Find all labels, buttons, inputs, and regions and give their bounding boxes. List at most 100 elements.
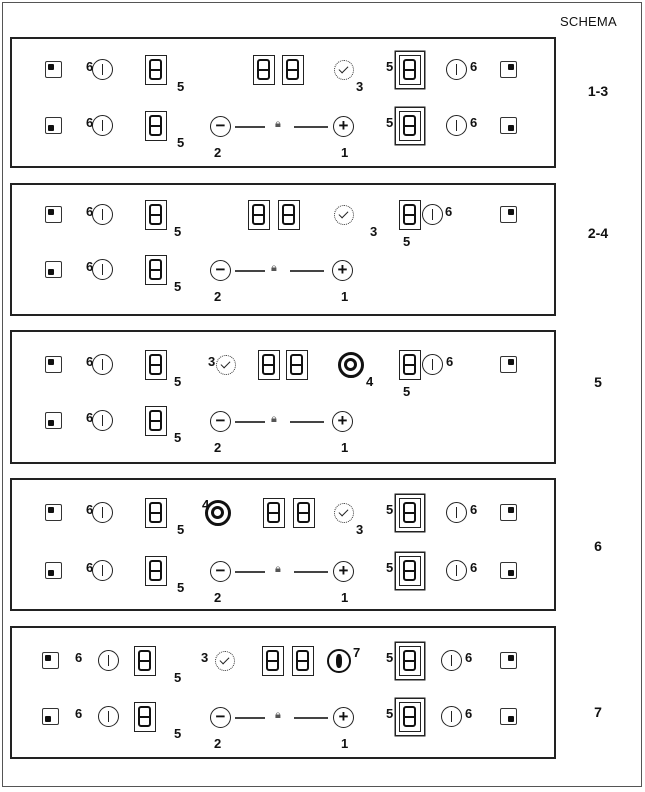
power-icon[interactable] (92, 115, 113, 136)
right-display-number: 5 (386, 560, 394, 575)
lock-icon[interactable]: 🔒︎ (275, 563, 281, 575)
connector-line (235, 717, 265, 719)
lock-icon[interactable]: 🔒︎ (271, 262, 277, 274)
timer-icon[interactable] (334, 503, 354, 523)
digit-display-icon (282, 55, 304, 85)
cooking-zone-select-button[interactable] (500, 504, 517, 521)
connector-line (235, 126, 265, 128)
zone-indicator-dot (48, 64, 54, 70)
ring-icon[interactable] (338, 352, 364, 378)
cooking-zone-select-button[interactable] (45, 504, 62, 521)
hourglass-number: 7 (353, 645, 361, 660)
cooking-zone-select-button[interactable] (500, 562, 517, 579)
cooking-zone-select-button[interactable] (500, 117, 517, 134)
schema-panel (10, 478, 556, 611)
right-display-number: 5 (386, 502, 394, 517)
ring-icon[interactable] (205, 500, 231, 526)
power-icon[interactable] (92, 259, 113, 280)
right-display-number: 5 (386, 650, 394, 665)
timer-icon[interactable] (334, 205, 354, 225)
timer-number: 3 (356, 522, 364, 537)
schema-panel (10, 183, 556, 316)
cooking-zone-select-button[interactable] (42, 708, 59, 725)
connector-line (290, 421, 324, 423)
cooking-zone-select-button[interactable] (45, 61, 62, 78)
cooking-zone-select-button[interactable] (45, 356, 62, 373)
power-icon[interactable] (446, 502, 467, 523)
digit-display-icon (248, 200, 270, 230)
minus-icon[interactable]: − (210, 411, 231, 432)
minus-icon[interactable]: − (210, 707, 231, 728)
timer-number: 3 (208, 354, 216, 369)
cooking-zone-select-button[interactable] (45, 562, 62, 579)
left-display-number: 5 (174, 279, 182, 294)
cooking-zone-select-button[interactable] (500, 356, 517, 373)
power-icon[interactable] (92, 502, 113, 523)
power-icon[interactable] (92, 410, 113, 431)
minus-icon[interactable]: − (210, 561, 231, 582)
digit-display-icon (145, 556, 167, 586)
timer-icon[interactable] (334, 60, 354, 80)
left-display-number: 5 (177, 522, 185, 537)
power-icon[interactable] (446, 115, 467, 136)
zone-indicator-dot (48, 269, 54, 275)
power-icon[interactable] (446, 59, 467, 80)
cooking-zone-select-button[interactable] (45, 412, 62, 429)
zone-indicator-dot (508, 716, 514, 722)
timer-icon[interactable] (215, 651, 235, 671)
plus-icon[interactable]: + (332, 260, 353, 281)
plus-icon[interactable]: + (332, 411, 353, 432)
cooking-zone-select-button[interactable] (42, 652, 59, 669)
plus-icon[interactable]: + (333, 561, 354, 582)
power-icon[interactable] (98, 706, 119, 727)
left-power-number: 6 (86, 204, 94, 219)
left-power-number: 6 (86, 59, 94, 74)
left-display-number: 5 (174, 374, 182, 389)
left-display-number: 5 (174, 670, 182, 685)
cooking-zone-select-button[interactable] (500, 652, 517, 669)
zone-indicator-dot (48, 507, 54, 513)
left-power-number: 6 (86, 354, 94, 369)
cooking-zone-select-button[interactable] (500, 708, 517, 725)
cooking-zone-select-button[interactable] (45, 206, 62, 223)
minus-icon[interactable]: − (210, 260, 231, 281)
timer-icon[interactable] (216, 355, 236, 375)
minus-number: 2 (214, 145, 222, 160)
zone-indicator-dot (508, 64, 514, 70)
lock-icon[interactable]: 🔒︎ (271, 413, 277, 425)
plus-icon[interactable]: + (333, 116, 354, 137)
power-icon[interactable] (92, 204, 113, 225)
zone-indicator-dot (48, 359, 54, 365)
lock-icon[interactable]: 🔒︎ (275, 118, 281, 130)
power-icon[interactable] (441, 650, 462, 671)
right-display-number: 5 (386, 59, 394, 74)
minus-icon[interactable]: − (210, 116, 231, 137)
power-icon[interactable] (98, 650, 119, 671)
cooking-zone-select-button[interactable] (45, 117, 62, 134)
left-power-number: 6 (86, 502, 94, 517)
power-icon[interactable] (441, 706, 462, 727)
right-power-number: 6 (445, 204, 453, 219)
power-icon[interactable] (92, 354, 113, 375)
right-power-number: 6 (470, 59, 478, 74)
left-power-number: 6 (86, 259, 94, 274)
lock-icon[interactable]: 🔒︎ (275, 709, 281, 721)
power-icon[interactable] (92, 560, 113, 581)
hourglass-icon[interactable] (327, 649, 351, 673)
plus-icon[interactable]: + (333, 707, 354, 728)
connector-line (294, 571, 328, 573)
power-icon[interactable] (422, 204, 443, 225)
ring-number: 4 (202, 497, 210, 512)
cooking-zone-select-button[interactable] (500, 61, 517, 78)
plus-number: 1 (341, 145, 349, 160)
cooking-zone-select-button[interactable] (500, 206, 517, 223)
power-icon[interactable] (422, 354, 443, 375)
digit-display-icon (262, 646, 284, 676)
schema-header: SCHEMA (560, 14, 617, 29)
timer-number: 3 (370, 224, 378, 239)
power-icon[interactable] (92, 59, 113, 80)
power-icon[interactable] (446, 560, 467, 581)
schema-label: 7 (594, 704, 602, 720)
digit-display-icon (145, 350, 167, 380)
cooking-zone-select-button[interactable] (45, 261, 62, 278)
